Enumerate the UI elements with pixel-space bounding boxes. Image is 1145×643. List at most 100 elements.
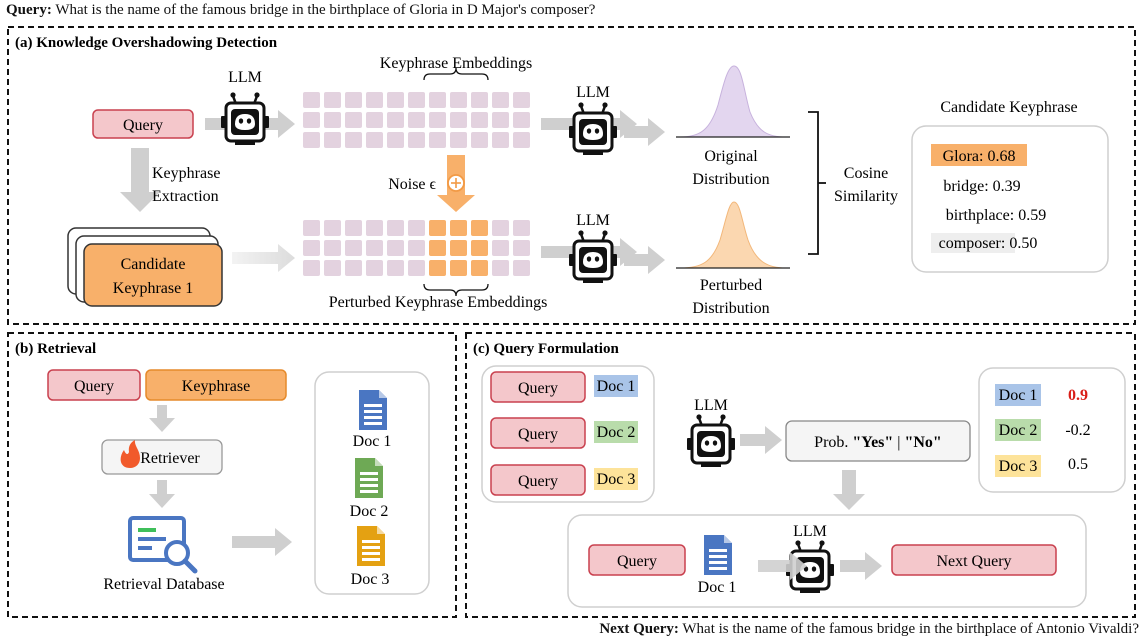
doc-2-score-value: -0.2: [1065, 422, 1090, 439]
perturbed-embedding-cell: [471, 260, 488, 276]
embedding-grid-perturbed: [303, 220, 530, 276]
embedding-cell: [366, 240, 383, 256]
fire-icon: [120, 440, 140, 468]
query-label-c1: Query: [518, 380, 558, 397]
next-query-label: Next Query: [936, 553, 1011, 570]
noise-label: Noise ϵ: [388, 176, 436, 193]
arrow-to-database: [149, 480, 175, 508]
embedding-cell: [408, 260, 425, 276]
embedding-cell: [324, 220, 341, 236]
keyphrase-box-b: [145, 369, 287, 401]
embedding-cell: [324, 240, 341, 256]
embedding-cell: [366, 132, 383, 148]
embedding-cell: [492, 260, 509, 276]
top-query-line: Query: What is the name of the famous br…: [6, 2, 595, 19]
panel-b-border: [7, 332, 457, 618]
embedding-cell: [387, 92, 404, 108]
cosine-label-2: Similarity: [834, 188, 898, 205]
embedding-cell: [345, 220, 362, 236]
candidate-keyphrase-card: [83, 243, 223, 307]
embedding-cell: [408, 92, 425, 108]
arrow-candidate-to-embeddings: [232, 244, 295, 272]
embedding-cell: [471, 112, 488, 128]
candidate-label-1: Candidate: [121, 256, 186, 273]
top-query-label: Query:: [6, 2, 52, 18]
doc-3-score-value: 0.5: [1068, 456, 1088, 473]
panel-c-border: [465, 332, 1136, 618]
embedding-cell: [324, 92, 341, 108]
llm-robot-icon-a2: [567, 100, 619, 157]
embedding-cell: [513, 132, 530, 148]
doc-1-score-label: Doc 1: [999, 387, 1038, 404]
panel-a-border: [7, 26, 1136, 325]
candidate-score-4: composer: 0.50: [939, 235, 1038, 252]
embedding-cell: [471, 132, 488, 148]
query-box-a: [92, 109, 194, 139]
query-box-c4: [588, 544, 686, 576]
embedding-cell: [450, 112, 467, 128]
embedding-cell: [345, 92, 362, 108]
database-search-icon: [128, 516, 198, 574]
doc-2-icon: [355, 458, 383, 498]
top-query-text: What is the name of the famous bridge in…: [55, 2, 596, 18]
embedding-cell: [366, 220, 383, 236]
original-label-1: Original: [704, 148, 758, 165]
arrow-llm-to-next-query: [840, 552, 882, 580]
embedding-cell: [303, 132, 320, 148]
next-query-box: [891, 544, 1057, 576]
llm-robot-icon-a3: [567, 228, 619, 285]
cosine-bracket: [808, 111, 819, 255]
query-label-c3: Query: [518, 473, 558, 490]
embedding-cell: [513, 260, 530, 276]
brace-bottom: [423, 283, 489, 297]
perturbed-embeddings-label: Perturbed Keyphrase Embeddings: [329, 294, 548, 311]
query-label-c4: Query: [617, 553, 657, 570]
query-label-a: Query: [123, 117, 163, 134]
extraction-label-1: Keyphrase: [152, 165, 220, 182]
embedding-cell: [429, 92, 446, 108]
embedding-cell: [303, 92, 320, 108]
perturbed-embedding-cell: [429, 240, 446, 256]
query-box-b: [47, 369, 141, 401]
doc-1-label-c-final: Doc 1: [698, 579, 737, 596]
keyphrase-label-b: Keyphrase: [182, 378, 250, 395]
embedding-cell: [303, 112, 320, 128]
next-query-prefix: Next Query:: [599, 621, 679, 637]
brace-top: [423, 67, 489, 81]
doc-2-score-label: Doc 2: [999, 422, 1038, 439]
doc-3-score-label: Doc 3: [999, 458, 1038, 475]
embedding-cell: [513, 240, 530, 256]
arrow-database-to-docs: [232, 528, 292, 556]
doc-1-tag-c: [594, 375, 638, 397]
doc-3-score-tag: [995, 455, 1041, 477]
extraction-label-2: Extraction: [152, 188, 219, 205]
query-box-c2: [490, 417, 586, 449]
embedding-cell: [492, 132, 509, 148]
arrow-doc-to-llm: [758, 552, 807, 580]
embedding-cell: [513, 92, 530, 108]
probability-box: [785, 420, 971, 462]
embedding-cell: [513, 112, 530, 128]
original-label-2: Distribution: [692, 171, 769, 188]
candidate-label-2: Keyphrase 1: [113, 280, 193, 297]
doc-2-label-c: Doc 2: [597, 424, 636, 441]
candidate-score-2: bridge: 0.39: [943, 178, 1020, 195]
embedding-cell: [345, 132, 362, 148]
embedding-cell: [303, 260, 320, 276]
probability-text: Prob. "Yes" | "No": [814, 434, 942, 451]
embedding-cell: [429, 112, 446, 128]
embedding-cell: [387, 112, 404, 128]
arrow-to-next-query-box: [833, 470, 865, 510]
arrow-llm-to-distribution-1: [624, 118, 665, 146]
candidate-highlight: [931, 144, 1027, 166]
embedding-cell: [345, 260, 362, 276]
candidate-composer-bg: [931, 233, 1015, 253]
embedding-cell: [324, 260, 341, 276]
arrow-llm-to-distribution-2: [624, 246, 665, 274]
panel-a-title: (a) Knowledge Overshadowing Detection: [15, 35, 278, 51]
embedding-cell: [450, 132, 467, 148]
arrow-to-retriever: [149, 405, 175, 432]
embedding-cell: [492, 92, 509, 108]
embedding-cell: [366, 260, 383, 276]
